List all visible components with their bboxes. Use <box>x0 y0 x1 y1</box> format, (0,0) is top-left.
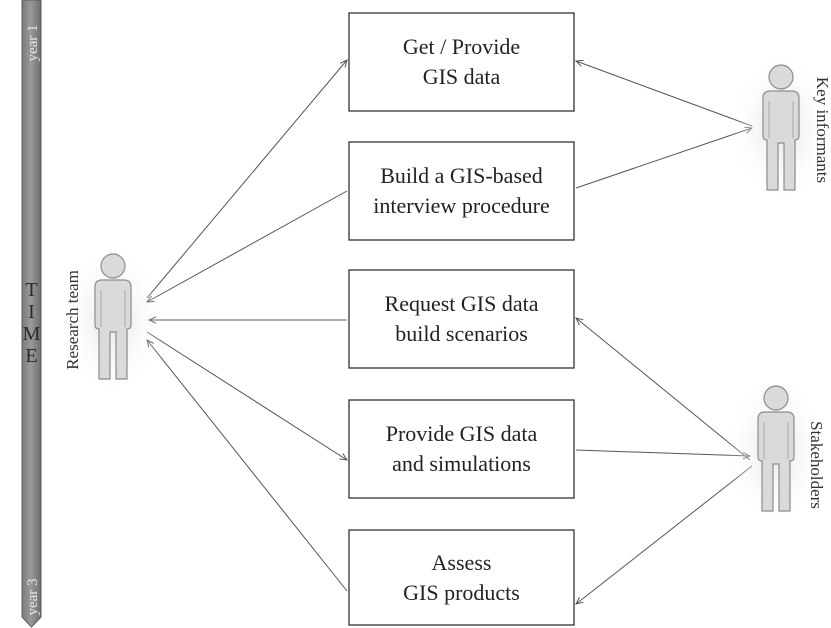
research-team-actor: Research team <box>60 244 164 396</box>
box-get-provide-gis-data: Get / Provide GIS data <box>348 12 575 112</box>
box-line: interview procedure <box>373 193 550 218</box>
stakeholders-label: Stakeholders <box>807 421 826 509</box>
time-letter-m: M <box>23 323 41 345</box>
timeline-bottom-label: year 3 <box>25 578 41 615</box>
timeline-top-label: year 1 <box>25 24 41 61</box>
timeline-bar <box>21 0 42 628</box>
person-icon <box>757 385 795 512</box>
arrow-provide-to-stakeholders <box>575 449 750 456</box>
box-line: Assess <box>432 550 492 575</box>
box-frame <box>348 141 575 241</box>
research-team-label: Research team <box>63 270 82 370</box>
arrow-research-to-get-data <box>146 60 347 299</box>
box-frame <box>348 399 575 499</box>
box-line: Request GIS data <box>385 291 539 316</box>
person-icon <box>762 64 800 191</box>
box-provide-gis-data-simulations: Provide GIS data and simulations <box>348 399 575 499</box>
time-letter-t: T <box>25 279 37 301</box>
box-line: Get / Provide <box>403 34 520 59</box>
box-frame <box>348 529 575 626</box>
person-icon <box>94 253 132 380</box>
box-request-gis-data: Request GIS data build scenarios <box>348 269 575 369</box>
stakeholders-actor: Stakeholders <box>724 374 828 526</box>
arrow-research-to-provide <box>146 331 347 460</box>
arrow-stakeholders-to-request <box>576 318 751 461</box>
arrows <box>147 60 752 604</box>
box-line: GIS products <box>403 580 520 605</box>
box-line: GIS data <box>423 64 501 89</box>
arrow-build-to-key-informants <box>575 128 752 189</box>
timeline: year 1 year 3 T I M E <box>21 0 42 628</box>
arrow-stakeholders-to-assess <box>576 465 753 604</box>
box-line: and simulations <box>392 451 531 476</box>
box-frame <box>348 269 575 369</box>
box-build-interview-procedure: Build a GIS-based interview procedure <box>348 141 575 241</box>
box-line: build scenarios <box>395 321 528 346</box>
box-assess-gis-products: Assess GIS products <box>348 529 575 626</box>
arrow-build-to-research <box>147 190 348 302</box>
key-informants-label: Key informants <box>813 77 831 183</box>
time-letter-e: E <box>25 345 37 367</box>
box-line: Build a GIS-based <box>380 163 543 188</box>
time-letter-i: I <box>28 301 35 323</box>
arrow-assess-to-research <box>147 340 348 592</box>
key-informants-actor: Key informants <box>729 52 831 204</box>
box-frame <box>348 12 575 112</box>
box-line: Provide GIS data <box>386 421 538 446</box>
arrow-key-informants-to-get-data <box>576 61 753 127</box>
